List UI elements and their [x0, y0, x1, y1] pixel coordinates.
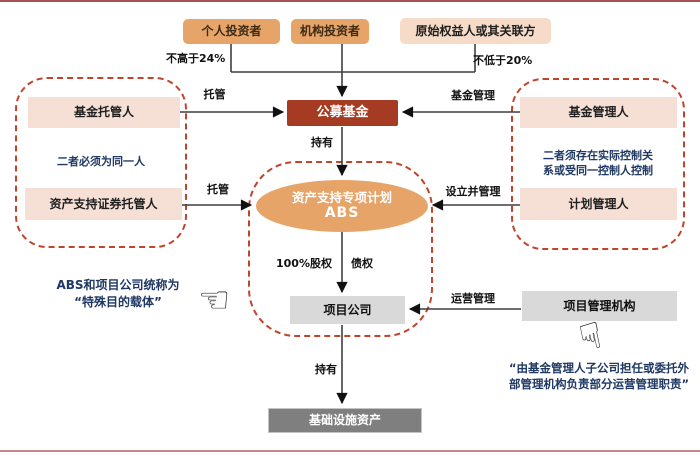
note-control-line2: 系或受同一控制人控制: [543, 164, 653, 178]
node-public-fund-label: 公募基金: [316, 105, 369, 121]
node-fund-manager: 基金管理人: [520, 97, 677, 128]
custodian-group-outline: [15, 77, 187, 248]
node-original-owner-label: 原始权益人或其关联方: [415, 23, 536, 38]
node-original-owner: 原始权益人或其关联方: [400, 18, 551, 44]
label-equity-100: 100%股权: [276, 257, 332, 270]
label-debt: 债权: [351, 257, 373, 270]
note-mgmt-duty-line2: 部管理机构负责部分运营管理职责”: [508, 377, 690, 392]
node-fund-manager-label: 基金管理人: [568, 105, 629, 120]
node-abs-plan: 资产支持专项计划 ABS: [256, 180, 428, 232]
note-mgmt-duty-line1: “由基金管理人子公司担任或委托外: [508, 361, 690, 375]
label-custody-bottom: 托管: [207, 183, 229, 196]
node-project-mgmt-org: 项目管理机构: [522, 291, 677, 321]
manager-group-outline: [511, 78, 685, 250]
label-fund-mgmt: 基金管理: [451, 89, 495, 102]
label-hold-bottom: 持有: [315, 363, 337, 376]
label-not-above-24: 不高于24%: [166, 52, 226, 65]
node-public-fund: 公募基金: [287, 100, 398, 126]
note-spv-line2: “特殊目的载体”: [74, 294, 162, 309]
node-plan-manager: 计划管理人: [520, 188, 677, 220]
node-abs-plan-sublabel: ABS: [324, 205, 360, 222]
note-control-line1: 二者须存在实际控制关: [543, 149, 653, 162]
top-divider: [0, 0, 700, 2]
spv-group-outline: [248, 161, 433, 337]
node-individual-investor-label: 个人投资者: [201, 24, 262, 39]
node-infrastructure-assets-label: 基础设施资产: [308, 413, 381, 428]
node-project-mgmt-org-label: 项目管理机构: [563, 298, 636, 313]
node-institutional-investor: 机构投资者: [291, 19, 369, 44]
node-individual-investor: 个人投资者: [183, 19, 280, 44]
label-hold-top: 持有: [311, 136, 333, 149]
node-abs-custodian: 资产支持证券托管人: [25, 188, 182, 220]
label-custody-top: 托管: [203, 88, 226, 101]
label-not-below-20: 不低于20%: [473, 54, 533, 67]
note-spv-line1: ABS和项目公司统称为: [56, 278, 180, 292]
label-setup-manage: 设立并管理: [445, 185, 501, 198]
node-institutional-investor-label: 机构投资者: [299, 24, 360, 39]
node-project-company-label: 项目公司: [323, 302, 372, 317]
node-infrastructure-assets: 基础设施资产: [268, 408, 422, 433]
note-mgmt-duty: “由基金管理人子公司担任或委托外 部管理机构负责部分运营管理职责”: [500, 360, 698, 392]
node-project-company: 项目公司: [290, 296, 405, 324]
label-operation-mgmt: 运营管理: [451, 292, 495, 305]
node-fund-custodian-label: 基金托管人: [73, 105, 134, 120]
pointing-hand-left-icon: ☜: [198, 280, 231, 321]
node-plan-manager-label: 计划管理人: [568, 196, 629, 211]
note-control-relation: 二者须存在实际控制关 系或受同一控制人控制: [511, 148, 685, 179]
note-spv: ABS和项目公司统称为 “特殊目的载体”: [38, 277, 198, 311]
node-abs-plan-label: 资产支持专项计划: [291, 190, 392, 206]
bottom-divider: [0, 450, 700, 452]
node-fund-custodian: 基金托管人: [28, 97, 180, 128]
note-same-person: 二者必须为同一人: [57, 155, 145, 168]
node-abs-custodian-label: 资产支持证券托管人: [49, 196, 158, 211]
